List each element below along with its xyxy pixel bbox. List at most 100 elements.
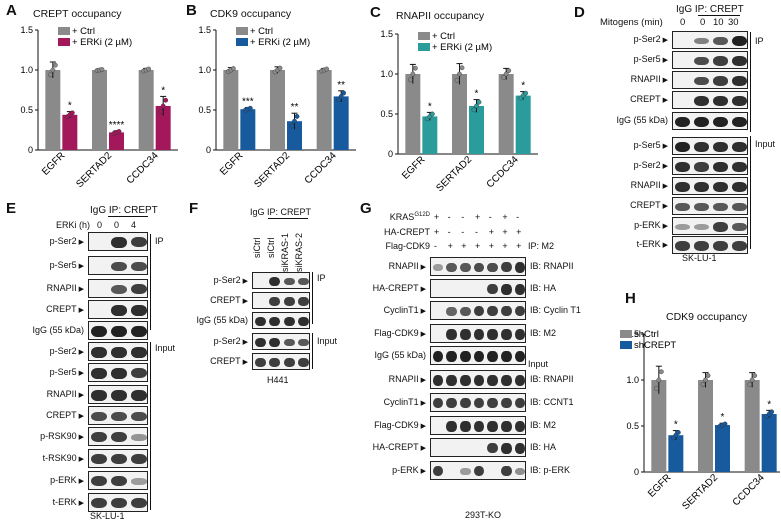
d-section-input: Input	[755, 139, 776, 149]
data-point	[52, 62, 58, 68]
blot-band	[446, 421, 457, 432]
x-tick-label: CCDC34	[485, 154, 521, 190]
x-tick-label: CCDC34	[125, 150, 161, 186]
blot-band	[131, 284, 147, 295]
blot-band	[514, 329, 525, 340]
data-point	[292, 118, 297, 124]
data-point	[523, 90, 529, 96]
blot-band	[459, 263, 471, 272]
blot-band	[675, 224, 690, 230]
blot-band	[732, 116, 747, 128]
d-row-label: IgG (55 kDa)	[616, 115, 668, 125]
blot-band	[514, 375, 525, 386]
blot-band	[694, 56, 709, 66]
blot-band	[675, 241, 690, 251]
f-section-input: Input	[317, 336, 338, 346]
y-tick-label: 0.5	[198, 105, 211, 115]
data-point	[653, 385, 659, 391]
blot-band	[501, 350, 512, 363]
blot-band	[713, 222, 728, 232]
blot-band	[459, 329, 471, 340]
f-cell-line: H441	[267, 375, 289, 385]
data-point	[410, 71, 416, 77]
bar-treat	[469, 106, 484, 154]
blot-band	[111, 261, 127, 272]
bar-treat	[62, 114, 78, 150]
blot-band	[446, 263, 457, 272]
blot-band	[473, 375, 485, 386]
panel-letter-e: E	[6, 200, 17, 217]
g-ib-label: IB: HA	[530, 282, 557, 293]
data-point	[503, 71, 509, 77]
data-point	[769, 409, 775, 415]
blot-band	[514, 350, 525, 363]
data-point	[471, 107, 477, 113]
f-blot-strip	[252, 353, 310, 370]
bar-ctrl	[138, 70, 154, 150]
arrow-right-icon: ▶	[420, 307, 426, 315]
blot-band	[432, 375, 444, 386]
f-ip-header: IgG IP: CREPT	[250, 207, 312, 217]
d-blot-strip	[672, 177, 748, 195]
arrow-right-icon: ▶	[420, 330, 426, 338]
bar-ctrl	[498, 74, 514, 154]
d-ip-header: IgG IP: CREPT	[676, 4, 744, 15]
f-row-label: p-Ser2▶	[213, 335, 248, 346]
blot-band	[501, 398, 512, 409]
e-row-label: IgG (55 kDa)	[32, 324, 84, 335]
blot-band	[501, 375, 512, 386]
arrow-right-icon: ▶	[78, 285, 84, 293]
blot-band	[446, 350, 457, 363]
g-cell-line: 293T-KO	[465, 510, 502, 520]
e-row-label: p-ERK▶	[50, 474, 84, 485]
blot-band	[732, 96, 747, 106]
blot-band	[487, 421, 499, 432]
g-blot-strip	[430, 257, 526, 276]
arrow-right-icon: ▶	[662, 203, 668, 210]
y-tick-label: 0	[388, 149, 393, 159]
arrow-right-icon: ▶	[420, 444, 426, 452]
blot-band	[514, 262, 525, 273]
blot-band	[131, 237, 147, 248]
d-row-label: CREPT▶	[630, 200, 668, 210]
blot-band	[111, 454, 127, 465]
f-lane-0: siCtrl	[252, 237, 262, 259]
g-condition-sign: +	[475, 241, 481, 251]
data-point	[675, 430, 681, 435]
g-condition-sign: +	[488, 226, 494, 237]
blot-band	[473, 466, 485, 477]
arrow-right-icon: ▶	[420, 285, 426, 293]
e-ip-bar	[108, 216, 148, 217]
g-ib-label: IB: HA	[530, 441, 557, 452]
g-condition-sign: -	[475, 226, 478, 237]
data-point	[50, 67, 56, 73]
bar-treat	[240, 109, 256, 150]
x-tick-label: EGFR	[40, 150, 67, 177]
blot-band	[694, 37, 709, 45]
blot-band	[459, 307, 471, 316]
blot-band	[283, 358, 295, 367]
e-row-label: t-RSK90▶	[42, 452, 84, 463]
g-row-label: IgG (55 kDa)	[374, 349, 426, 360]
e-row-label: CREPT▶	[46, 409, 84, 420]
g-row-label: HA-CREPT▶	[372, 282, 426, 293]
y-tick-label: 1.5	[20, 25, 33, 35]
e-cell-line: SK-LU-1	[90, 511, 125, 521]
g-row-label: HA-CREPT▶	[372, 441, 426, 452]
blot-band	[91, 498, 107, 509]
d-row-label: CREPT▶	[630, 94, 668, 104]
blot-band	[254, 317, 266, 326]
significance-label: **	[337, 80, 345, 91]
f-input-bracket	[312, 333, 313, 369]
legend-entry: shCtrl	[634, 329, 659, 340]
y-tick-label: 0.5	[20, 105, 33, 115]
bar-ctrl	[405, 74, 421, 154]
panel-letter-f: F	[189, 200, 199, 217]
d-blot-strip	[672, 112, 748, 130]
bar-treat	[668, 435, 684, 472]
d-row-label: RNAPII▶	[630, 180, 668, 190]
blot-band	[91, 411, 107, 422]
f-ip-bracket	[312, 272, 313, 324]
